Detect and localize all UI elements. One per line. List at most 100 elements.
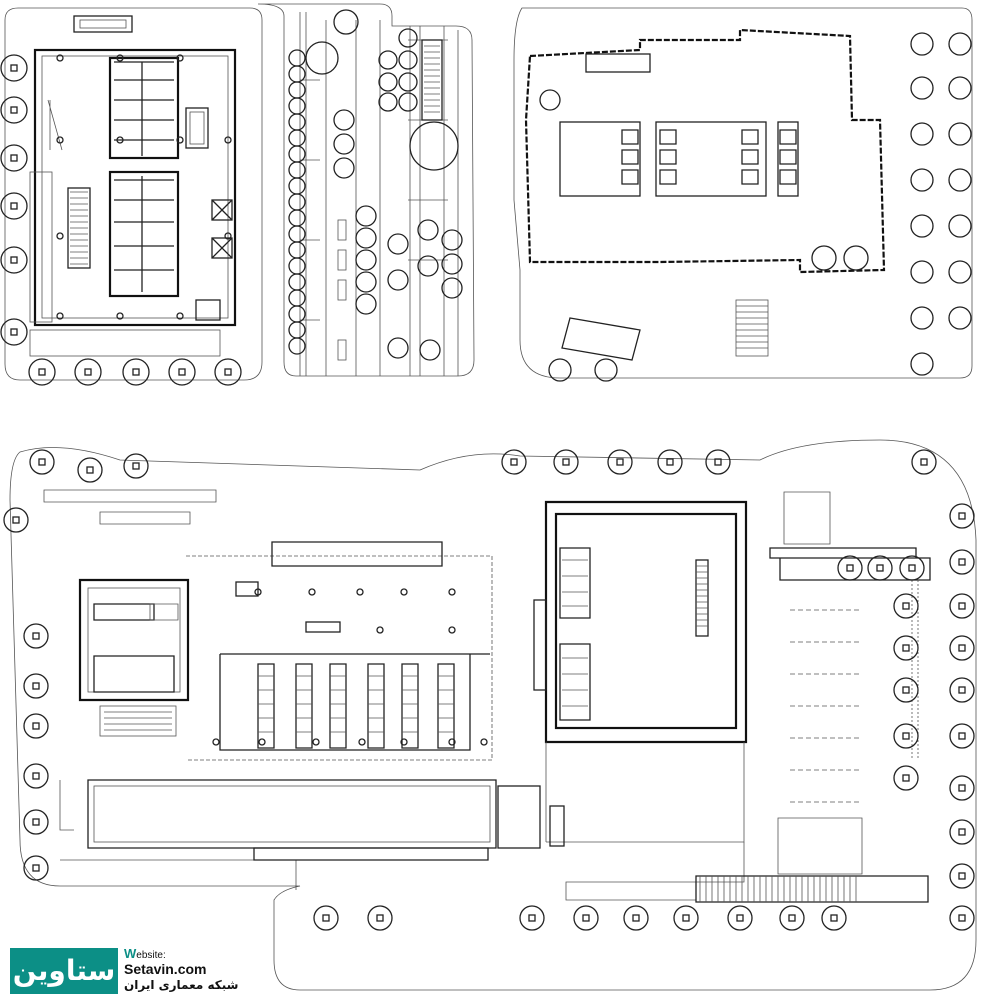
street-tree [378, 50, 398, 70]
tree-trunk [582, 914, 590, 922]
tree-symbol [779, 905, 805, 931]
website-label-rest: ebsite: [136, 950, 166, 961]
column [116, 136, 124, 144]
tree-symbol [0, 96, 28, 124]
tree-symbol [949, 677, 975, 703]
tree-symbol [23, 673, 49, 699]
street-tree [910, 214, 934, 238]
street-tree [948, 214, 972, 238]
street-tree [398, 92, 418, 112]
top-left-columns [56, 54, 232, 320]
column [312, 738, 320, 746]
street-tree [355, 205, 377, 227]
tree-symbol [23, 855, 49, 881]
tree-trunk [830, 914, 838, 922]
street-tree [910, 168, 934, 192]
tree-symbol [623, 905, 649, 931]
tree-trunk [736, 914, 744, 922]
tree-trunk [920, 458, 928, 466]
tree-trunk [902, 686, 910, 694]
column [480, 738, 488, 746]
tree-trunk [38, 368, 46, 376]
tree-trunk [632, 914, 640, 922]
podium-plan [9, 439, 977, 991]
street-tree [333, 133, 355, 155]
street-tree [548, 358, 572, 382]
top-right-tower-plan [513, 7, 973, 379]
street-tree [288, 289, 306, 307]
street-tree [288, 129, 306, 147]
tree-trunk [224, 368, 232, 376]
street-tree [288, 113, 306, 131]
tree-trunk [10, 202, 18, 210]
street-tree [288, 321, 306, 339]
tree-symbol [23, 809, 49, 835]
bottom-right-block-plan [533, 491, 931, 903]
street-tree [355, 227, 377, 249]
street-tree [288, 193, 306, 211]
tree-symbol [214, 358, 242, 386]
tree-symbol [949, 775, 975, 801]
tree-symbol [29, 449, 55, 475]
tree-trunk [10, 154, 18, 162]
street-tree [378, 92, 398, 112]
column [56, 54, 64, 62]
tree-trunk [178, 368, 186, 376]
column [358, 738, 366, 746]
tree-trunk [32, 632, 40, 640]
tree-symbol [168, 358, 196, 386]
column [400, 588, 408, 596]
street-tree [387, 269, 409, 291]
tree-trunk [616, 458, 624, 466]
tree-trunk [846, 564, 854, 572]
street-tree [910, 352, 934, 376]
tree-trunk [322, 914, 330, 922]
tree-trunk [376, 914, 384, 922]
tree-symbol [893, 723, 919, 749]
column [400, 738, 408, 746]
tree-symbol [0, 54, 28, 82]
tree-trunk [958, 512, 966, 520]
tree-trunk [908, 564, 916, 572]
street-tree [288, 273, 306, 291]
column [448, 626, 456, 634]
tree-symbol [28, 358, 56, 386]
column [56, 312, 64, 320]
tree-symbol [821, 905, 847, 931]
top-left-tower-plan [4, 7, 263, 381]
street-tree [910, 260, 934, 284]
street-tree [288, 241, 306, 259]
street-tree [948, 122, 972, 146]
tree-trunk [958, 558, 966, 566]
tree-trunk [10, 256, 18, 264]
street-tree [288, 337, 306, 355]
tree-symbol [573, 905, 599, 931]
street-tree [419, 339, 441, 361]
column [56, 232, 64, 240]
tree-trunk [788, 914, 796, 922]
street-tree [948, 32, 972, 56]
tree-trunk [132, 462, 140, 470]
tree-trunk [10, 64, 18, 72]
tree-trunk [86, 466, 94, 474]
street-tree [948, 76, 972, 100]
website-subtitle: شبکه معماری ایران [124, 978, 239, 992]
tree-symbol [949, 819, 975, 845]
tree-trunk [714, 458, 722, 466]
tree-symbol [893, 765, 919, 791]
tree-symbol [911, 449, 937, 475]
tree-symbol [0, 192, 28, 220]
tree-symbol [77, 457, 103, 483]
tree-symbol [0, 144, 28, 172]
street-tree [288, 209, 306, 227]
street-tree [288, 97, 306, 115]
tree-symbol [705, 449, 731, 475]
tree-trunk [32, 818, 40, 826]
column [376, 626, 384, 634]
tree-symbol [899, 555, 925, 581]
tree-trunk [666, 458, 674, 466]
tree-symbol [837, 555, 863, 581]
website-label: Website: [124, 947, 254, 962]
tree-symbol [893, 635, 919, 661]
